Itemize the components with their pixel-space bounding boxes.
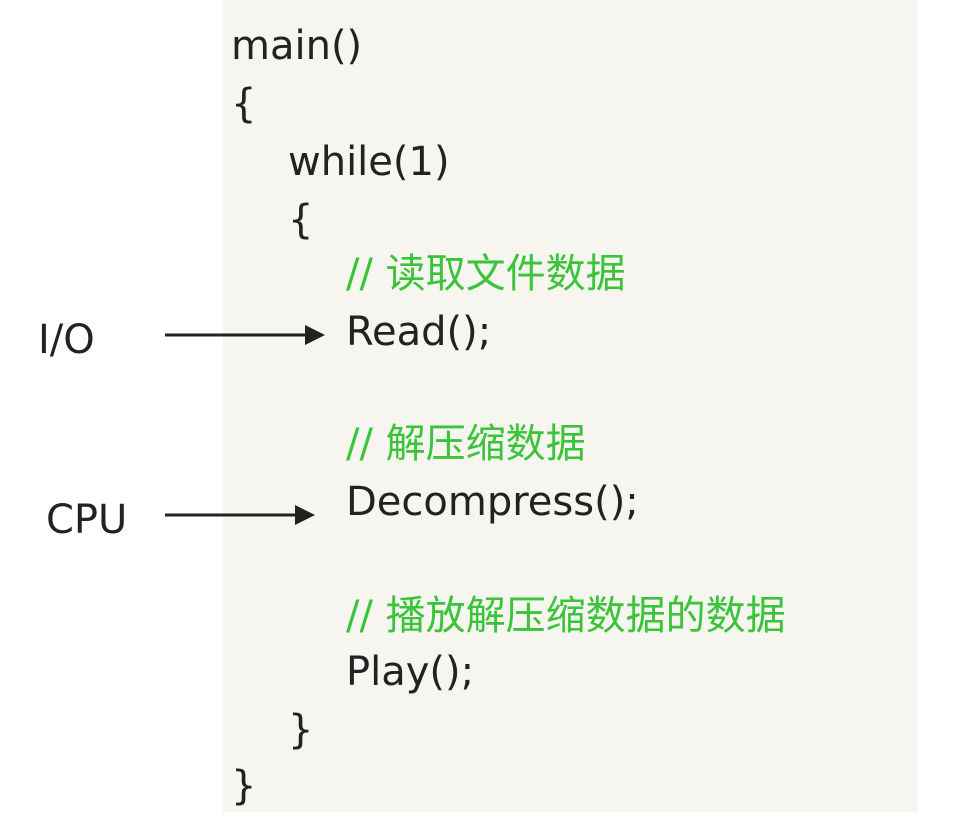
code-line-main: main(): [231, 23, 363, 69]
io-arrow: [165, 325, 325, 345]
code-panel: [223, 0, 917, 812]
code-brace-open-while: {: [288, 197, 314, 243]
code-line-decompress: Decompress();: [346, 479, 639, 525]
comment-decompress: // 解压缩数据: [346, 421, 586, 467]
comment-read: // 读取文件数据: [346, 251, 626, 297]
code-line-read: Read();: [346, 309, 492, 355]
io-label: I/O: [38, 317, 95, 363]
code-brace-close-main: }: [231, 763, 257, 809]
code-brace-open-main: {: [231, 81, 257, 127]
io-arrow-head: [305, 325, 325, 345]
comment-play: // 播放解压缩数据的数据: [346, 593, 786, 639]
code-line-play: Play();: [346, 649, 475, 695]
code-line-while: while(1): [288, 139, 450, 185]
code-brace-close-while: }: [288, 707, 314, 753]
cpu-label: CPU: [46, 497, 128, 543]
cpu-arrow: [165, 505, 315, 525]
cpu-arrow-head: [295, 505, 315, 525]
